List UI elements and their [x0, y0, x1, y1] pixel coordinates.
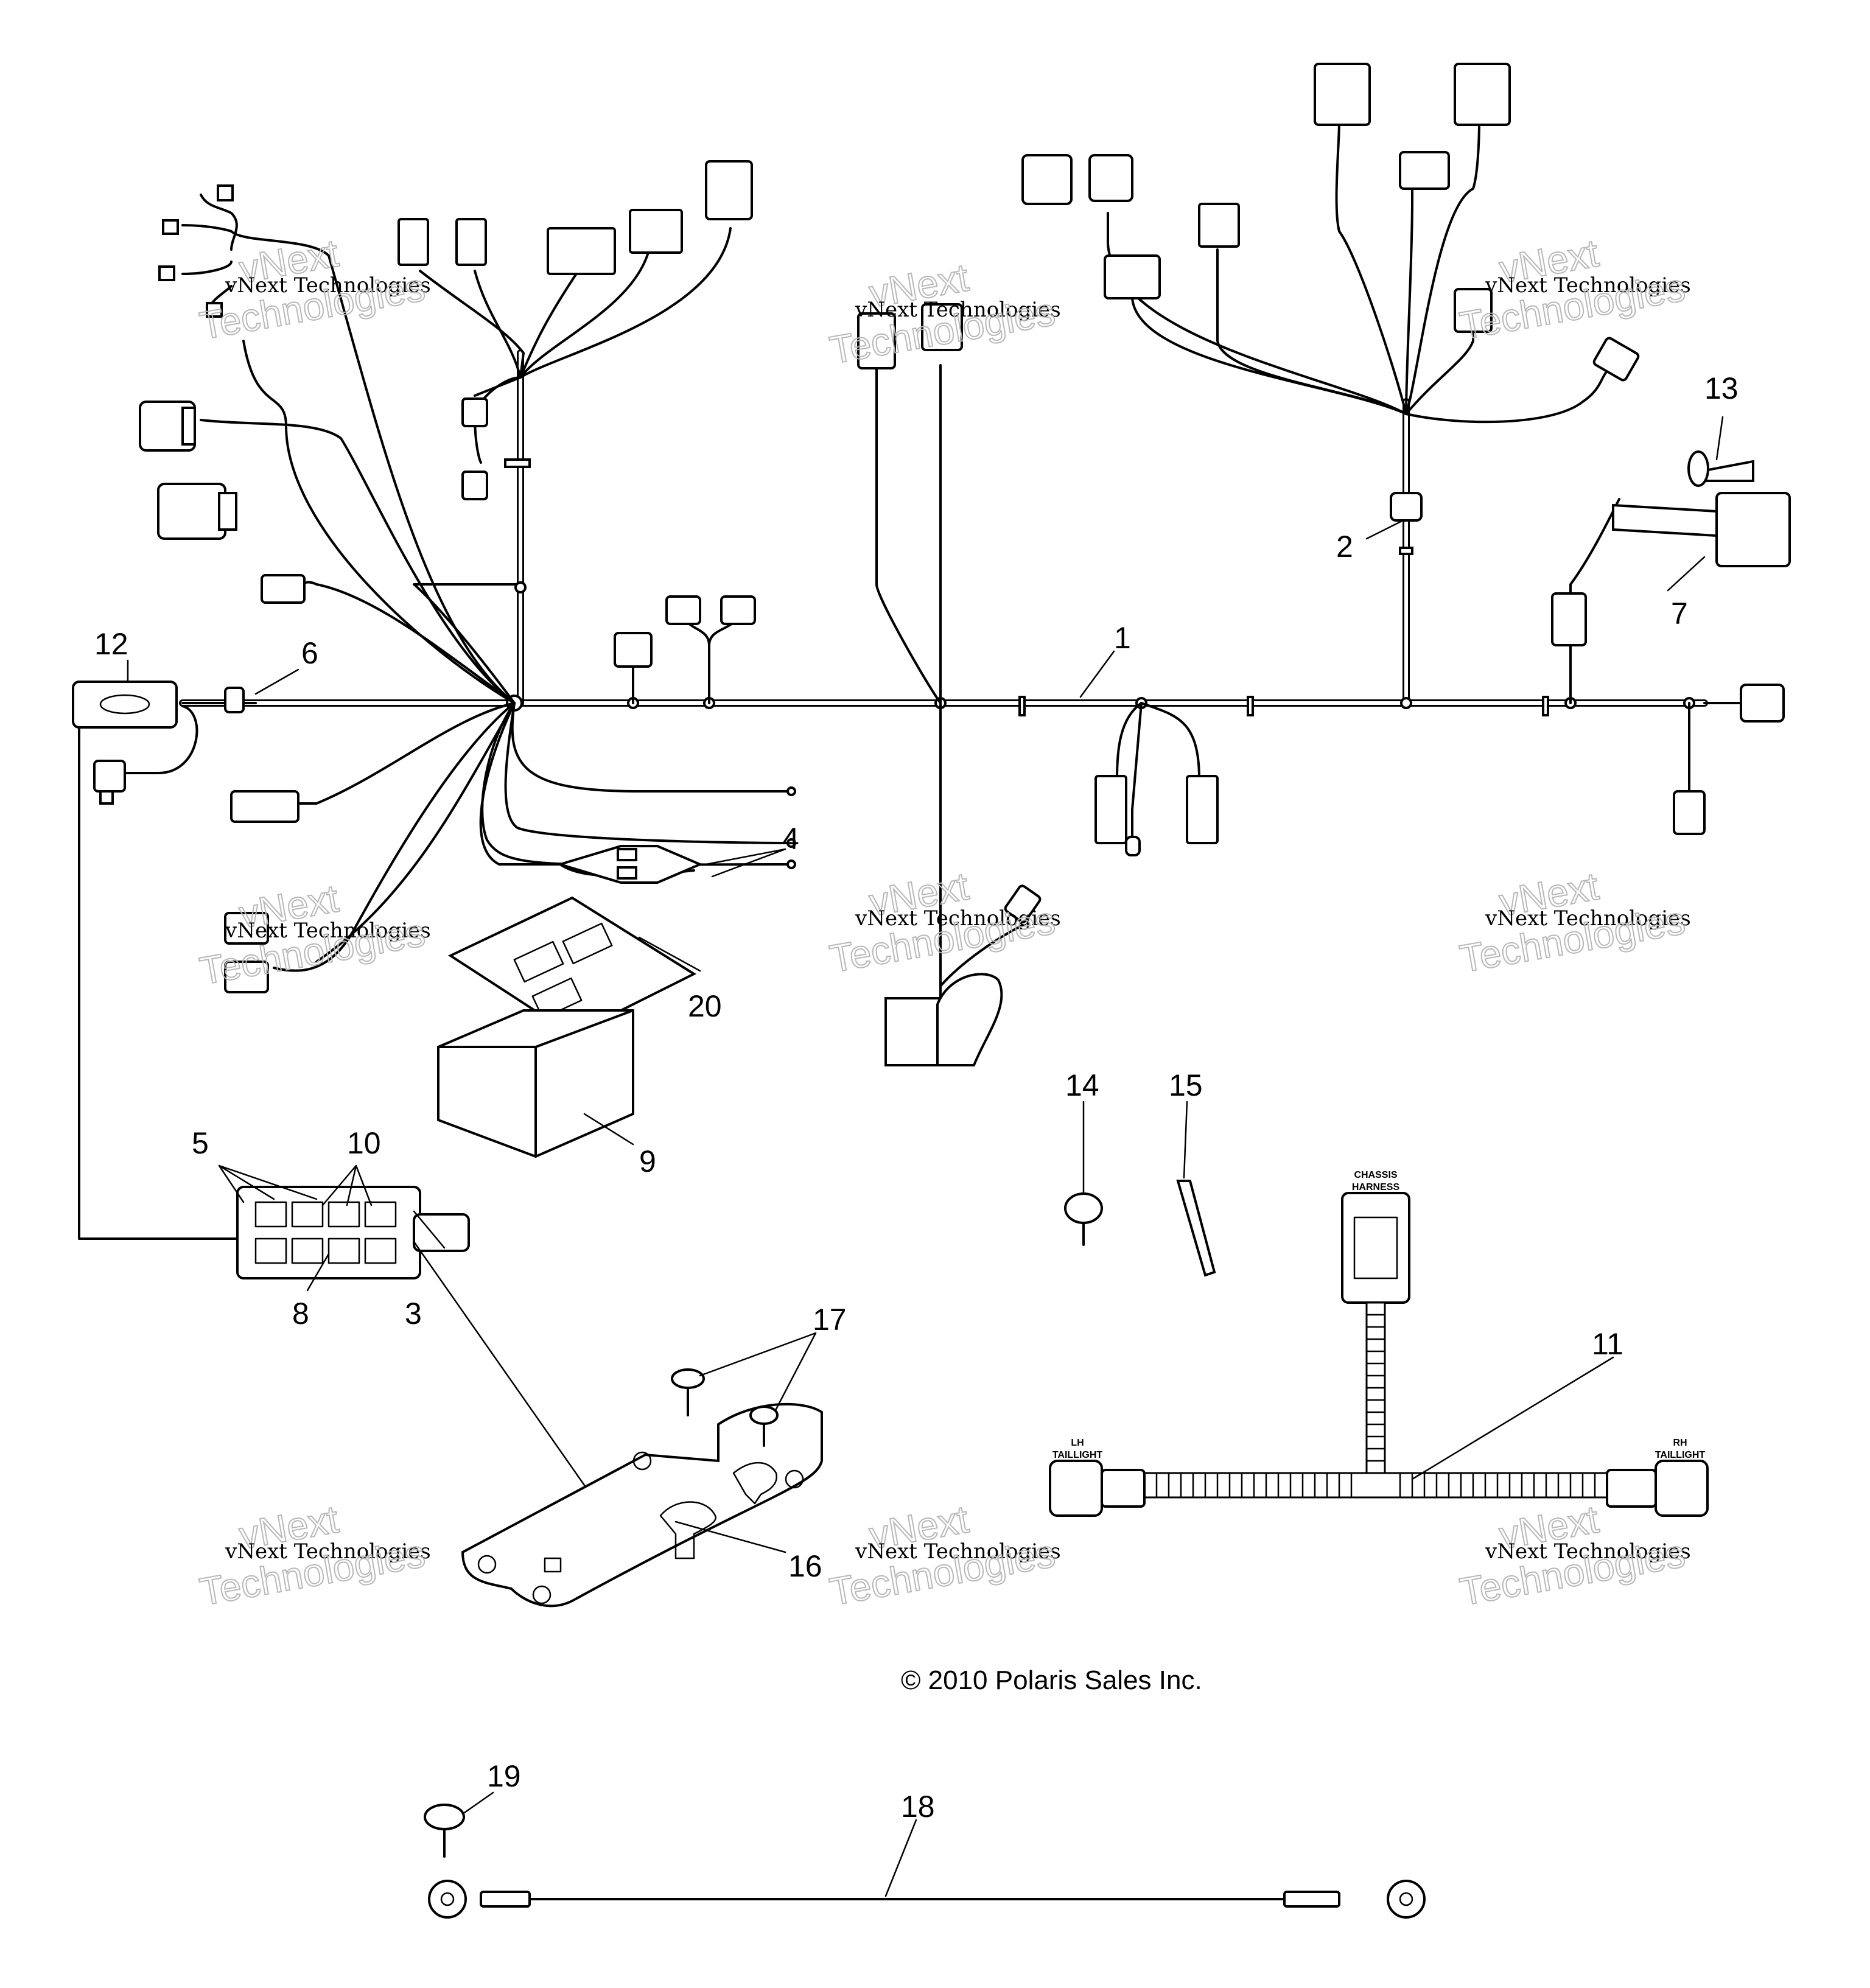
- callout-9: 9: [639, 1144, 656, 1178]
- lh-taillight-label: LH: [1071, 1438, 1084, 1448]
- leader-lines: [127, 416, 1724, 1897]
- watermark-8-text: vNext Technologies: [855, 1539, 1061, 1564]
- callout-1: 1: [1114, 621, 1131, 655]
- chassis-harness-label: CHASSIS: [1354, 1170, 1397, 1180]
- rh-taillight-label: RH: [1673, 1438, 1687, 1448]
- callout-18: 18: [901, 1790, 935, 1824]
- center-branches: [632, 121, 1742, 999]
- watermark-9-text: vNext Technologies: [1485, 1539, 1691, 1564]
- callout-7: 7: [1671, 597, 1688, 631]
- main-harness: [179, 349, 1708, 716]
- callout-8: 8: [292, 1297, 309, 1331]
- callout-14: 14: [1065, 1068, 1099, 1102]
- center-right-connectors: [614, 63, 1791, 1066]
- watermark-8: vNext vNext Technologies Technologies: [826, 1496, 1061, 1614]
- watermark-6-text: vNext Technologies: [1485, 906, 1691, 931]
- chassis-harness-label-2: HARNESS: [1352, 1182, 1400, 1192]
- watermark-2-text: vNext Technologies: [855, 298, 1061, 322]
- callout-20: 20: [688, 989, 722, 1023]
- callout-12: 12: [94, 627, 128, 661]
- callout-6: 6: [301, 636, 318, 670]
- watermark-6: vNext vNext Technologies Technologies: [1456, 863, 1691, 981]
- callout-10: 10: [347, 1126, 381, 1160]
- watermark-5-text: vNext Technologies: [855, 906, 1061, 931]
- callout-11: 11: [1592, 1327, 1623, 1361]
- watermark-4: vNext vNext Technologies Technologies: [196, 875, 431, 993]
- watermark-7-text: vNext Technologies: [225, 1539, 431, 1564]
- callout-2: 2: [1336, 530, 1353, 564]
- watermark-2: vNext vNext Technologies Technologies: [826, 254, 1061, 373]
- left-top-connectors: [93, 184, 306, 993]
- callout-17: 17: [813, 1303, 847, 1337]
- callout-3: 3: [405, 1297, 422, 1331]
- callout-numbers: 1 2 3 4 5 6 7 8 9 10 11 12 13 14 15 16 1…: [94, 371, 1739, 1824]
- watermark-5: vNext vNext Technologies Technologies: [826, 863, 1061, 981]
- callout-13: 13: [1704, 371, 1739, 405]
- watermarks: vNext vNext Technologies Technologies vN…: [196, 230, 1691, 1614]
- lh-taillight-label-2: TAILLIGHT: [1052, 1450, 1103, 1460]
- top-left-fan-connectors: [397, 160, 753, 500]
- callout-5: 5: [192, 1126, 209, 1160]
- taillight-harness: CHASSIS HARNESS LH TAILLIGHT RH TAILLIGH…: [1049, 1170, 1709, 1517]
- callout-16: 16: [788, 1549, 822, 1583]
- left-branch-wires: [78, 194, 793, 1240]
- callout-19: 19: [487, 1759, 521, 1793]
- watermark-4-text: vNext Technologies: [225, 919, 431, 943]
- rh-taillight-label-2: TAILLIGHT: [1655, 1450, 1706, 1460]
- watermark-9: vNext vNext Technologies Technologies: [1456, 1496, 1691, 1614]
- watermark-3: vNext vNext Technologies Technologies: [1456, 230, 1691, 348]
- callout-15: 15: [1169, 1068, 1203, 1102]
- watermark-3-text: vNext Technologies: [1485, 273, 1691, 298]
- copyright-notice: © 2010 Polaris Sales Inc.: [901, 1665, 1202, 1695]
- callout-4: 4: [782, 822, 799, 856]
- watermark-1-text: vNext Technologies: [225, 273, 431, 298]
- lower-left-parts: [72, 681, 1426, 1919]
- watermark-7: vNext vNext Technologies Technologies: [196, 1496, 431, 1614]
